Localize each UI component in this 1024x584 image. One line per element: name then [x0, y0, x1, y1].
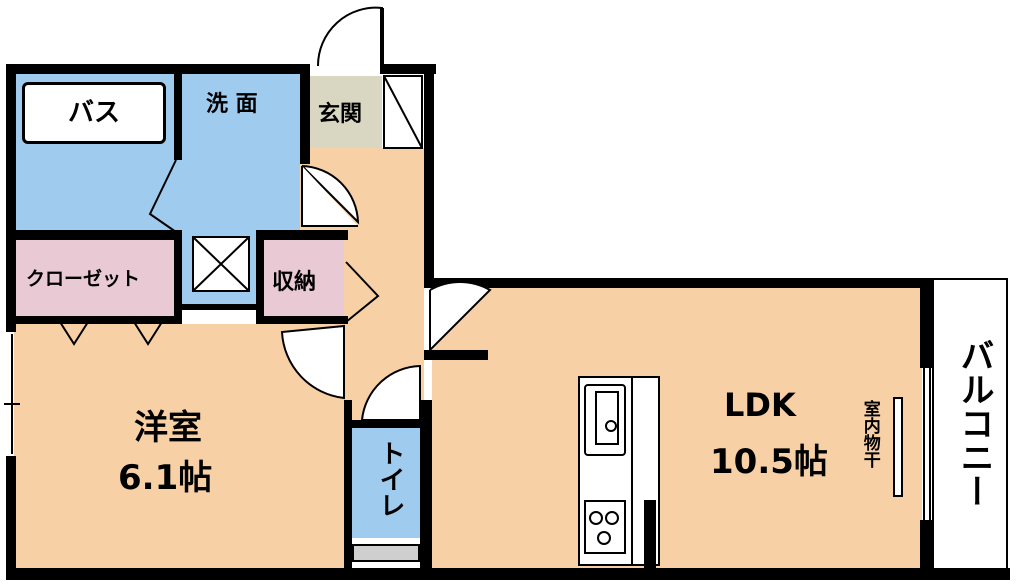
wall-wash-right [300, 64, 310, 164]
storage-floor [264, 240, 344, 316]
wall-storage-top [256, 230, 348, 240]
washroom-label: 洗 面 [206, 92, 258, 117]
storage-label: 収納 [272, 270, 317, 295]
entrance-door-swing [316, 6, 383, 67]
wall-western-right [344, 400, 352, 578]
wash-lower-bar [182, 304, 256, 310]
wall-closet-right [174, 230, 182, 324]
wall-left-lower [6, 456, 16, 580]
toilet-label: トイレ [375, 440, 405, 518]
toilet-floor [352, 428, 420, 538]
toilet-step [352, 544, 420, 562]
wall-ldk-left [424, 350, 488, 360]
wall-closet-bottom [6, 316, 182, 324]
entrance-floor [310, 76, 382, 148]
stove [584, 500, 626, 554]
indoor-drying-label: 室内物干 [859, 400, 880, 468]
western-door-swing [280, 324, 345, 400]
ldk-label: LDK [724, 386, 796, 424]
wall-ldk-right-top [920, 278, 932, 368]
wall-top-right [380, 64, 436, 74]
wall-bath-right [174, 64, 182, 160]
storage-door [345, 261, 380, 323]
bathtub [22, 82, 166, 144]
wall-kitchen-back [644, 500, 656, 568]
entrance-label: 玄関 [318, 102, 363, 127]
toilet-door-swing [360, 364, 421, 421]
wall-ldk-right-bottom [920, 520, 932, 578]
balcony-floor [932, 278, 1008, 570]
wall-bottom [6, 568, 1010, 580]
wall-entrance-right [424, 64, 434, 288]
wall-storage-left [256, 230, 264, 324]
washroom-door-swing [301, 165, 360, 225]
closet-doors [59, 321, 163, 346]
wall-ldk-top [424, 278, 934, 288]
bath-label: バス [68, 98, 121, 128]
bath-door [148, 159, 177, 233]
drying-bar [893, 397, 903, 497]
wall-toilet-top [344, 420, 424, 428]
wall-left [6, 64, 16, 332]
western-room-size: 6.1帖 [118, 458, 213, 498]
closet-floor [14, 240, 178, 316]
wall-bath-bottom [6, 230, 182, 240]
wall-top-left [6, 64, 308, 74]
closet-label: クローゼット [26, 268, 141, 290]
wall-toilet-right [420, 400, 432, 578]
balcony-label: バルコニー [954, 338, 994, 508]
ldk-door-swing [429, 280, 492, 353]
ldk-size: 10.5帖 [710, 442, 828, 482]
western-room-label: 洋室 [134, 408, 202, 448]
wall-storage-bottom [256, 316, 348, 324]
ldk-floor [432, 286, 922, 570]
